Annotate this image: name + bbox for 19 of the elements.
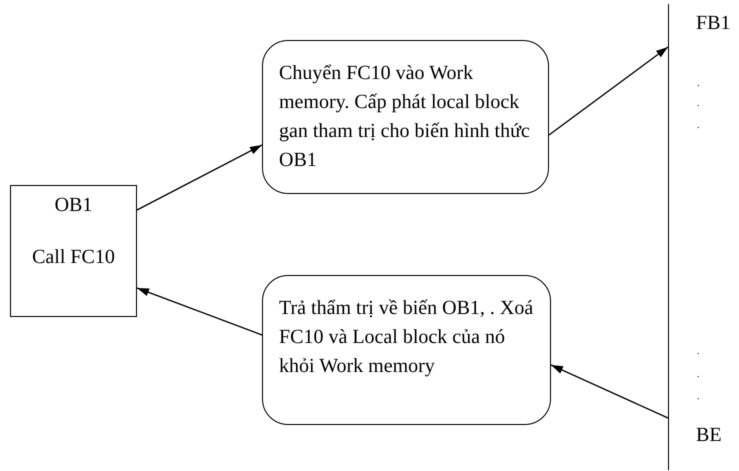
ellipsis-dot: . bbox=[697, 120, 700, 132]
process-box bbox=[10, 185, 137, 317]
ellipsis-dot: . bbox=[697, 78, 700, 90]
ellipsis-dot: . bbox=[697, 369, 700, 381]
box-text: Chuyển FC10 vào Work memory. Cấp phát local block gan tham trị cho biến hình thức OB1 bbox=[279, 61, 531, 173]
arrow bbox=[136, 287, 262, 336]
block-label: BE bbox=[696, 423, 722, 448]
box-label: Call FC10 bbox=[32, 245, 115, 270]
rounded-box bbox=[262, 275, 551, 425]
arrow bbox=[136, 144, 262, 211]
ellipsis-dot: . bbox=[697, 346, 700, 358]
block-label: FB1 bbox=[696, 11, 730, 36]
rounded-box bbox=[262, 40, 549, 194]
arrow bbox=[550, 364, 668, 419]
ellipsis-dot: . bbox=[697, 391, 700, 403]
arrow bbox=[548, 46, 668, 136]
ellipsis-dot: . bbox=[697, 98, 700, 110]
box-text: Trả thẩm trị về biến OB1, . Xoá FC10 và Local block của nó khỏi Work memory bbox=[279, 296, 534, 379]
box-label: OB1 bbox=[54, 193, 92, 218]
